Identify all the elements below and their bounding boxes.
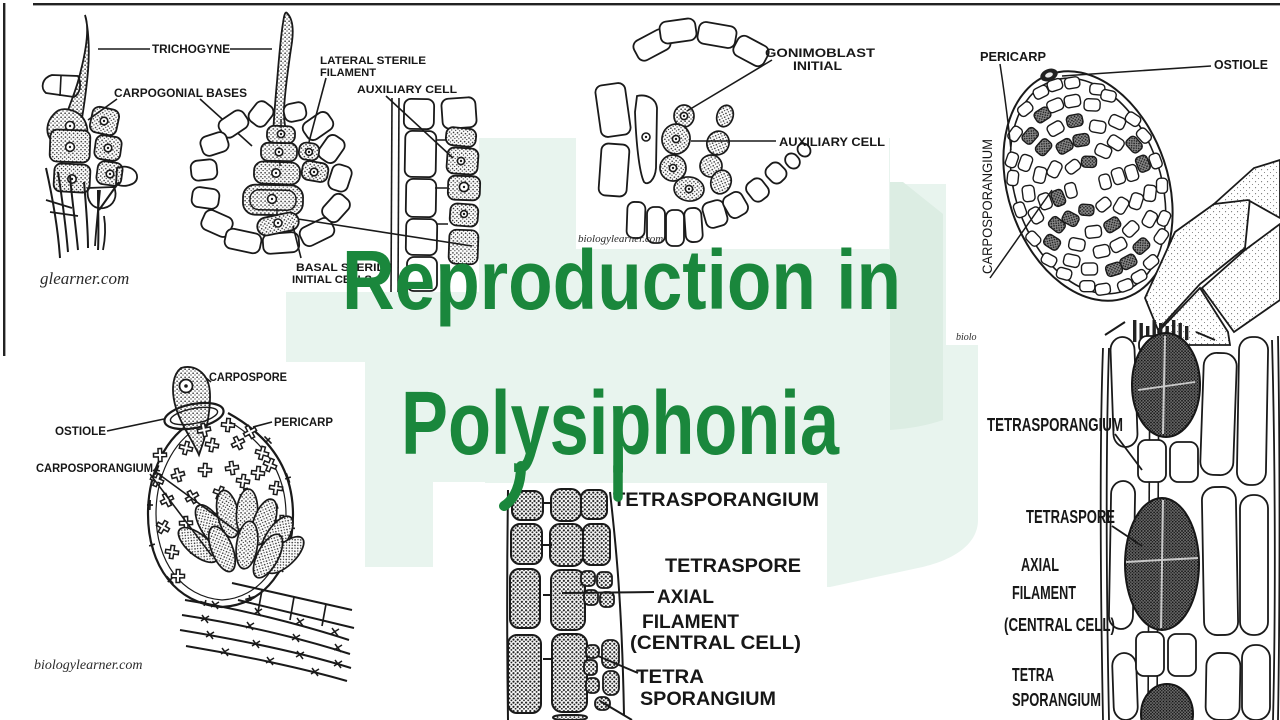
svg-text:biologylearner.com: biologylearner.com bbox=[34, 658, 142, 673]
svg-text:TETRA: TETRA bbox=[636, 667, 704, 688]
svg-text:OSTIOLE: OSTIOLE bbox=[55, 424, 106, 438]
svg-text:AXIAL: AXIAL bbox=[657, 587, 714, 608]
svg-text:SPORANGIUM: SPORANGIUM bbox=[1012, 690, 1101, 710]
svg-text:BASAL STERILE: BASAL STERILE bbox=[296, 262, 392, 274]
svg-text:INITIAL: INITIAL bbox=[793, 59, 842, 73]
svg-text:TETRASPORANGIUM: TETRASPORANGIUM bbox=[987, 415, 1123, 435]
svg-text:CARPOSPORANGIUM: CARPOSPORANGIUM bbox=[36, 461, 153, 475]
svg-text:PERICARP: PERICARP bbox=[980, 49, 1046, 64]
svg-text:FILAMENT: FILAMENT bbox=[642, 612, 739, 633]
svg-text:FILAMENT: FILAMENT bbox=[320, 67, 376, 79]
svg-text:CARPOSPORANGIUM: CARPOSPORANGIUM bbox=[980, 139, 995, 274]
svg-text:PERICARP: PERICARP bbox=[274, 415, 333, 429]
svg-text:LATERAL STERILE: LATERAL STERILE bbox=[320, 55, 426, 67]
svg-text:CARPOSPORE: CARPOSPORE bbox=[209, 370, 287, 384]
svg-text:Reproduction in: Reproduction in bbox=[342, 233, 901, 327]
svg-text:FILAMENT: FILAMENT bbox=[1012, 583, 1076, 603]
svg-text:INITIAL CELLS: INITIAL CELLS bbox=[292, 274, 372, 286]
svg-text:Polysiphonia: Polysiphonia bbox=[401, 374, 840, 474]
svg-text:TETRASPORE: TETRASPORE bbox=[1026, 507, 1115, 527]
svg-text:OSTIOLE: OSTIOLE bbox=[1214, 57, 1268, 72]
svg-text:(CENTRAL CELL): (CENTRAL CELL) bbox=[1004, 615, 1115, 635]
svg-text:GONIMOBLAST: GONIMOBLAST bbox=[765, 46, 876, 60]
svg-text:AUXILIARY CELL: AUXILIARY CELL bbox=[357, 84, 457, 96]
svg-text:TETRA: TETRA bbox=[1012, 665, 1054, 685]
svg-text:biologylearner.com: biologylearner.com bbox=[578, 233, 663, 245]
svg-text:biolo: biolo bbox=[956, 332, 977, 343]
svg-text:TETRASPORE: TETRASPORE bbox=[665, 556, 801, 577]
svg-text:AXIAL: AXIAL bbox=[1021, 555, 1059, 575]
svg-text:AUXILIARY CELL: AUXILIARY CELL bbox=[779, 135, 885, 149]
svg-text:SPORANGIUM: SPORANGIUM bbox=[640, 689, 776, 710]
svg-text:(CENTRAL CELL): (CENTRAL CELL) bbox=[630, 633, 801, 654]
svg-text:CARPOGONIAL BASES: CARPOGONIAL BASES bbox=[114, 88, 247, 100]
svg-text:glearner.com: glearner.com bbox=[40, 269, 129, 288]
svg-text:TETRASPORANGIUM: TETRASPORANGIUM bbox=[613, 490, 819, 511]
svg-text:TRICHOGYNE: TRICHOGYNE bbox=[152, 44, 230, 56]
